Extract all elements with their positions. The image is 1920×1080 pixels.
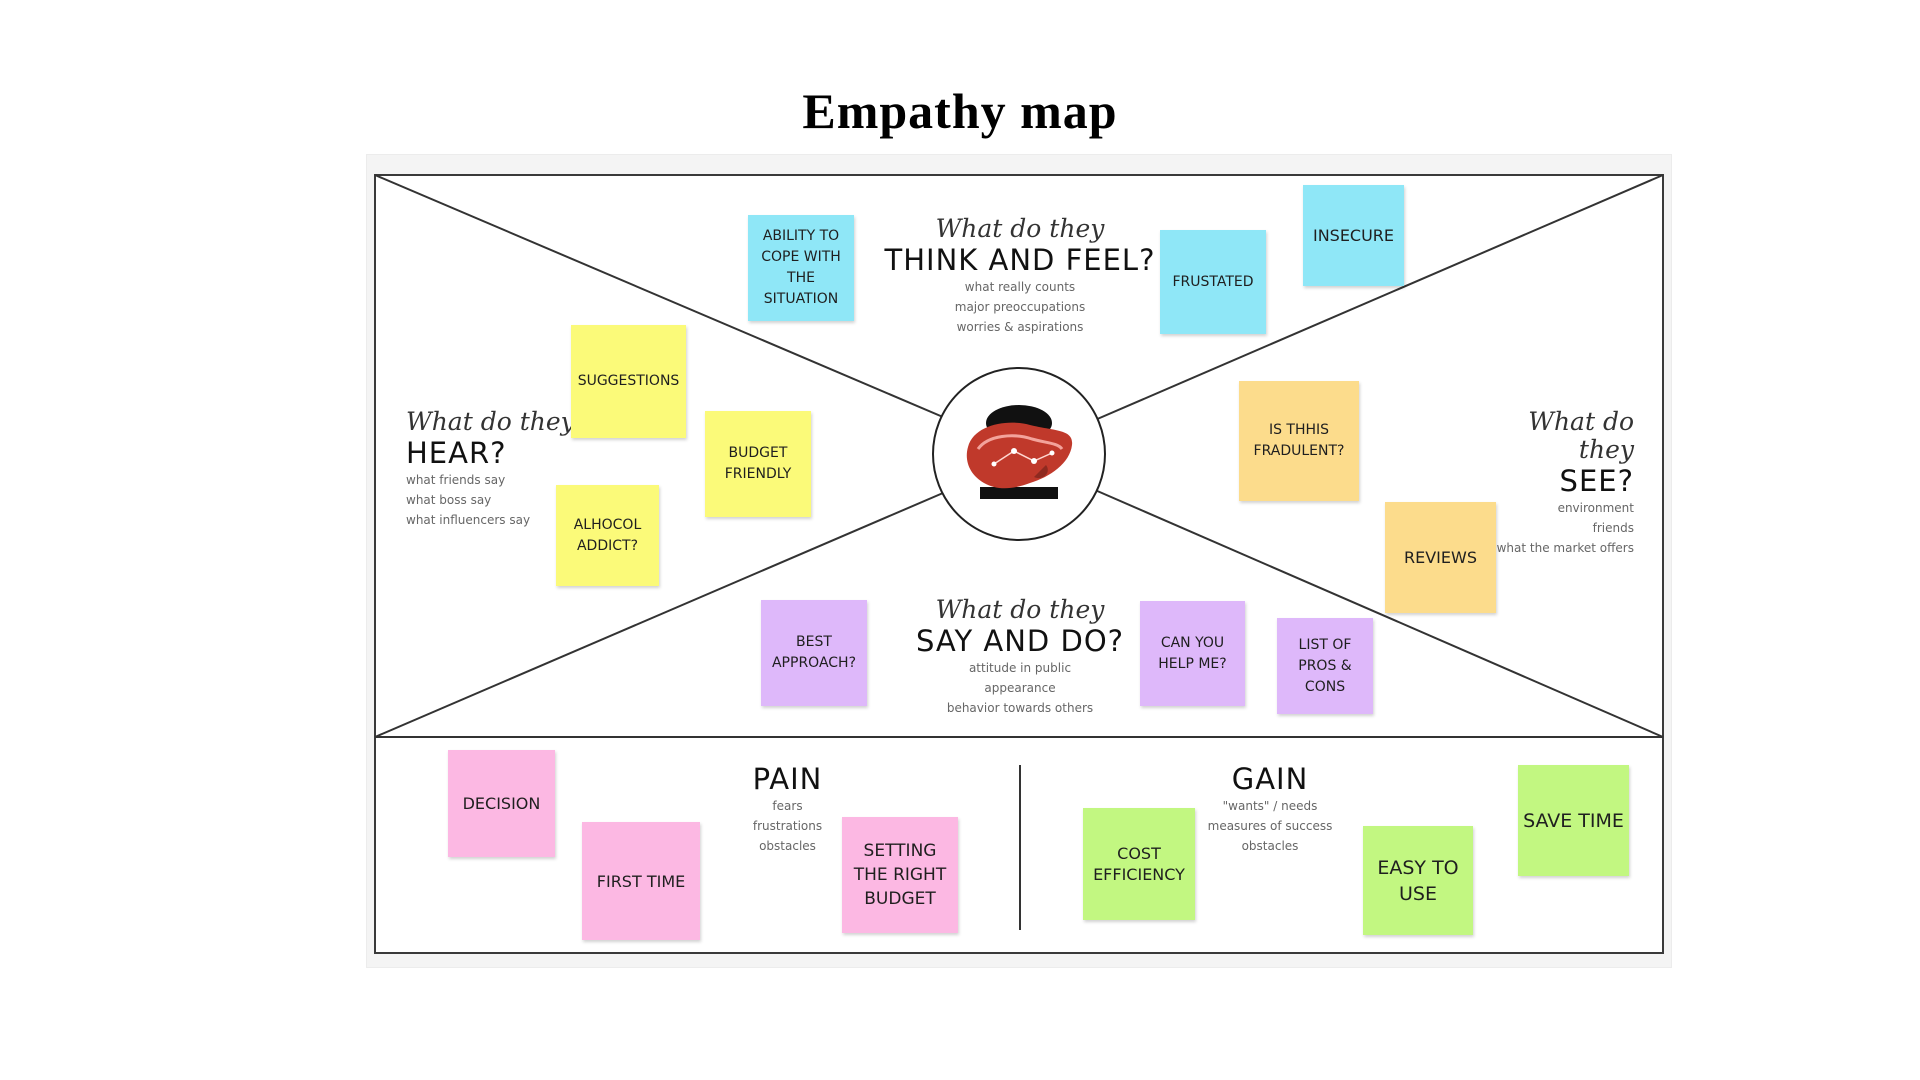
hear-line-2: what boss say bbox=[406, 493, 492, 507]
sticky-note-alhocol-addict: ALHOCOL ADDICT? bbox=[556, 485, 659, 586]
sticky-note-decision: DECISION bbox=[448, 750, 555, 857]
say-script: What do they bbox=[935, 595, 1105, 624]
see-title: SEE? bbox=[1559, 464, 1634, 498]
sticky-note-reviews: REVIEWS bbox=[1385, 502, 1496, 613]
pain-heading: PAIN fears frustrations obstacles bbox=[700, 762, 875, 856]
see-script: What do they bbox=[1528, 407, 1634, 464]
sticky-note-setting-the-right-budget: SETTING THE RIGHT BUDGET bbox=[842, 817, 958, 933]
sticky-note-insecure: INSECURE bbox=[1303, 185, 1404, 286]
think-line-1: what really counts bbox=[964, 280, 1076, 294]
say-line-3: behavior towards others bbox=[946, 701, 1094, 715]
sticky-note-frustated: FRUSTATED bbox=[1160, 230, 1266, 334]
gain-heading: GAIN "wants" / needs measures of success… bbox=[1180, 762, 1360, 856]
say-do-heading: What do they SAY AND DO? attitude in pub… bbox=[880, 596, 1160, 718]
hear-script: What do they bbox=[406, 407, 575, 436]
see-heading: What do they SEE? environment friends wh… bbox=[1484, 408, 1634, 558]
diagonal-bottom-left bbox=[374, 489, 951, 738]
page-title: Empathy map bbox=[802, 83, 1118, 139]
hear-title: HEAR? bbox=[406, 436, 507, 470]
hear-line-1: what friends say bbox=[406, 473, 506, 487]
see-line-3: what the market offers bbox=[1496, 541, 1634, 555]
pain-line-1: fears bbox=[772, 799, 803, 813]
think-title: THINK AND FEEL? bbox=[884, 243, 1156, 277]
sticky-note-budget-friendly: BUDGET FRIENDLY bbox=[705, 411, 811, 517]
hear-heading: What do they HEAR? what friends say what… bbox=[406, 408, 606, 530]
think-script: What do they bbox=[935, 214, 1105, 243]
hear-line-3: what influencers say bbox=[406, 513, 531, 527]
pain-title: PAIN bbox=[752, 762, 823, 796]
center-logo bbox=[932, 367, 1106, 541]
pain-line-3: obstacles bbox=[759, 839, 816, 853]
diagonal-bottom-right bbox=[1094, 489, 1664, 738]
see-line-2: friends bbox=[1592, 521, 1634, 535]
say-line-1: attitude in public bbox=[968, 661, 1072, 675]
pain-line-2: frustrations bbox=[752, 819, 823, 833]
gain-line-3: obstacles bbox=[1241, 839, 1299, 853]
sticky-note-best-approach: BEST APPROACH? bbox=[761, 600, 867, 706]
gain-line-2: measures of success bbox=[1207, 819, 1333, 833]
sticky-note-ability-to-cope: ABILITY TO COPE WITH THE SITUATION bbox=[748, 215, 854, 321]
sticky-note-first-time: FIRST TIME bbox=[582, 822, 700, 940]
sticky-note-easy-to-use: EASY TO USE bbox=[1363, 826, 1473, 935]
sticky-note-suggestions: SUGGESTIONS bbox=[571, 325, 686, 438]
sticky-note-cost-efficiency: COST EFFICIENCY bbox=[1083, 808, 1195, 920]
say-line-2: appearance bbox=[984, 681, 1056, 695]
sticky-note-is-thhis-fradulent: IS THHIS FRADULENT? bbox=[1239, 381, 1359, 501]
see-line-1: environment bbox=[1557, 501, 1634, 515]
liver-icon bbox=[966, 405, 1073, 499]
gain-line-1: "wants" / needs bbox=[1222, 799, 1318, 813]
think-line-3: worries & aspirations bbox=[956, 320, 1084, 334]
diagonal-top-left bbox=[374, 174, 951, 421]
gain-title: GAIN bbox=[1231, 762, 1309, 796]
sticky-note-can-you-help-me: CAN YOU HELP ME? bbox=[1140, 601, 1245, 706]
diagonal-top-right bbox=[1094, 174, 1664, 421]
think-line-2: major preoccupations bbox=[954, 300, 1086, 314]
sticky-note-save-time: SAVE TIME bbox=[1518, 765, 1629, 876]
think-feel-heading: What do they THINK AND FEEL? what really… bbox=[880, 215, 1160, 337]
sticky-note-list-of-pros-cons: LIST OF PROS & CONS bbox=[1277, 618, 1373, 714]
say-title: SAY AND DO? bbox=[915, 624, 1125, 658]
